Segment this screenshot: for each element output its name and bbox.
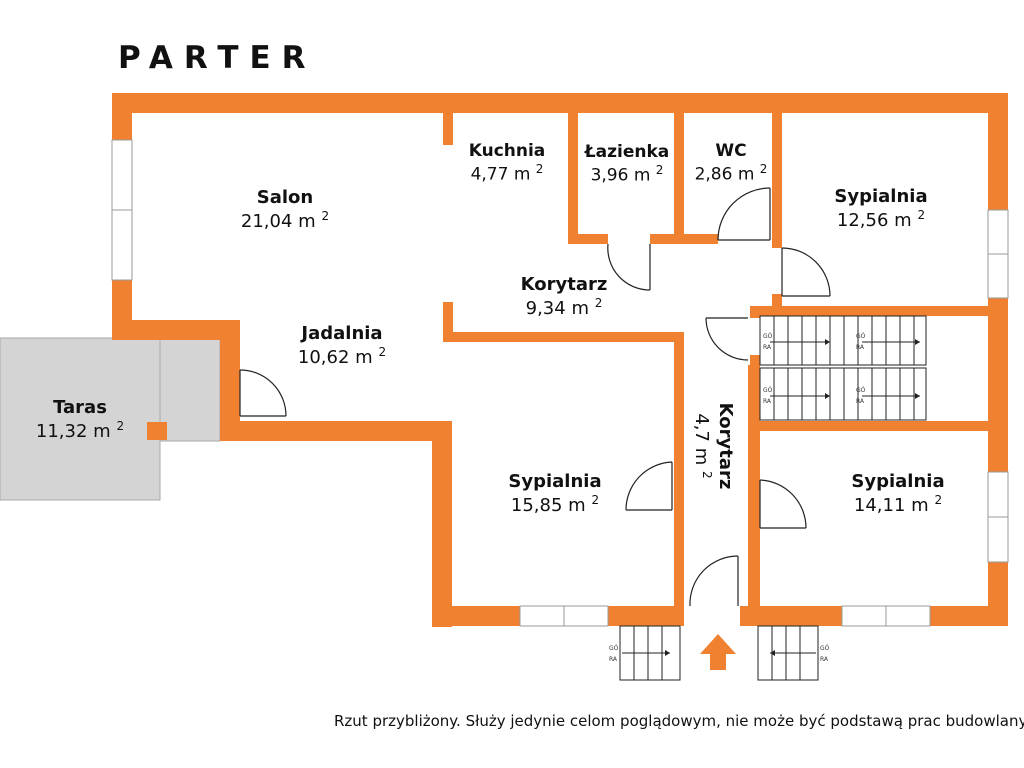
room-label-korytarz-2: Korytarz 4,7 m 2	[689, 403, 737, 490]
room-label-taras: Taras 11,32 m 2	[36, 396, 124, 444]
stair-arrows	[665, 339, 920, 656]
windows	[111, 139, 1009, 627]
room-label-sypialnia-se: Sypialnia 14,11 m 2	[851, 470, 944, 518]
room-area: 15,85 m 2	[510, 493, 600, 517]
svg-text:GÓ: GÓ	[856, 387, 866, 394]
room-label-jadalnia: Jadalnia 10,62 m 2	[298, 322, 386, 370]
svg-text:RA: RA	[856, 344, 865, 351]
doors	[239, 187, 831, 607]
room-area: 4,7 m 2	[690, 413, 714, 479]
room-label-lazienka: Łazienka 3,96 m 2	[585, 141, 670, 187]
room-area: 14,11 m 2	[853, 493, 943, 517]
room-area: 11,32 m 2	[35, 419, 125, 443]
stair-labels: GÓ RA GÓ RA GÓ RA GÓ RA GÓ RA GÓ RA	[609, 333, 866, 663]
walls	[112, 93, 1008, 627]
room-name: Sypialnia	[508, 471, 602, 492]
room-name: Salon	[256, 187, 314, 208]
svg-text:GÓ: GÓ	[856, 333, 866, 340]
svg-text:GÓ: GÓ	[763, 387, 773, 394]
page-title: PARTER	[118, 40, 317, 76]
room-label-wc: WC 2,86 m 2	[695, 140, 768, 186]
svg-text:RA: RA	[763, 398, 772, 405]
room-name: Korytarz	[714, 402, 736, 490]
room-label-sypialnia-ne: Sypialnia 12,56 m 2	[834, 185, 927, 233]
room-label-salon: Salon 21,04 m 2	[241, 186, 329, 234]
room-area: 3,96 m 2	[590, 163, 664, 186]
room-area: 10,62 m 2	[297, 345, 387, 369]
room-name: Łazienka	[584, 142, 670, 162]
svg-text:GÓ: GÓ	[609, 645, 619, 652]
stairs	[619, 315, 927, 681]
svg-text:GÓ: GÓ	[820, 645, 830, 652]
room-area: 4,77 m 2	[470, 162, 544, 185]
room-area: 2,86 m 2	[694, 162, 768, 185]
room-area: 9,34 m 2	[525, 296, 603, 320]
svg-text:RA: RA	[763, 344, 772, 351]
room-name: Sypialnia	[851, 471, 945, 492]
room-label-korytarz: Korytarz 9,34 m 2	[521, 273, 608, 321]
room-name: Taras	[53, 397, 107, 418]
room-area: 21,04 m 2	[240, 209, 330, 233]
terrace	[0, 337, 221, 501]
svg-text:RA: RA	[609, 656, 618, 663]
room-area: 12,56 m 2	[836, 208, 926, 232]
room-name: WC	[715, 141, 747, 161]
entrance-arrow-icon	[700, 634, 736, 670]
room-name: Sypialnia	[834, 186, 928, 207]
room-label-kuchnia: Kuchnia 4,77 m 2	[469, 140, 546, 186]
room-label-sypialnia-s: Sypialnia 15,85 m 2	[508, 470, 601, 518]
svg-text:RA: RA	[820, 656, 829, 663]
disclaimer-note: Rzut przybliżony. Służy jedynie celom po…	[334, 712, 1024, 730]
svg-text:RA: RA	[856, 398, 865, 405]
room-name: Kuchnia	[468, 141, 546, 161]
svg-text:GÓ: GÓ	[763, 333, 773, 340]
room-name: Korytarz	[520, 274, 608, 295]
room-name: Jadalnia	[301, 323, 383, 344]
